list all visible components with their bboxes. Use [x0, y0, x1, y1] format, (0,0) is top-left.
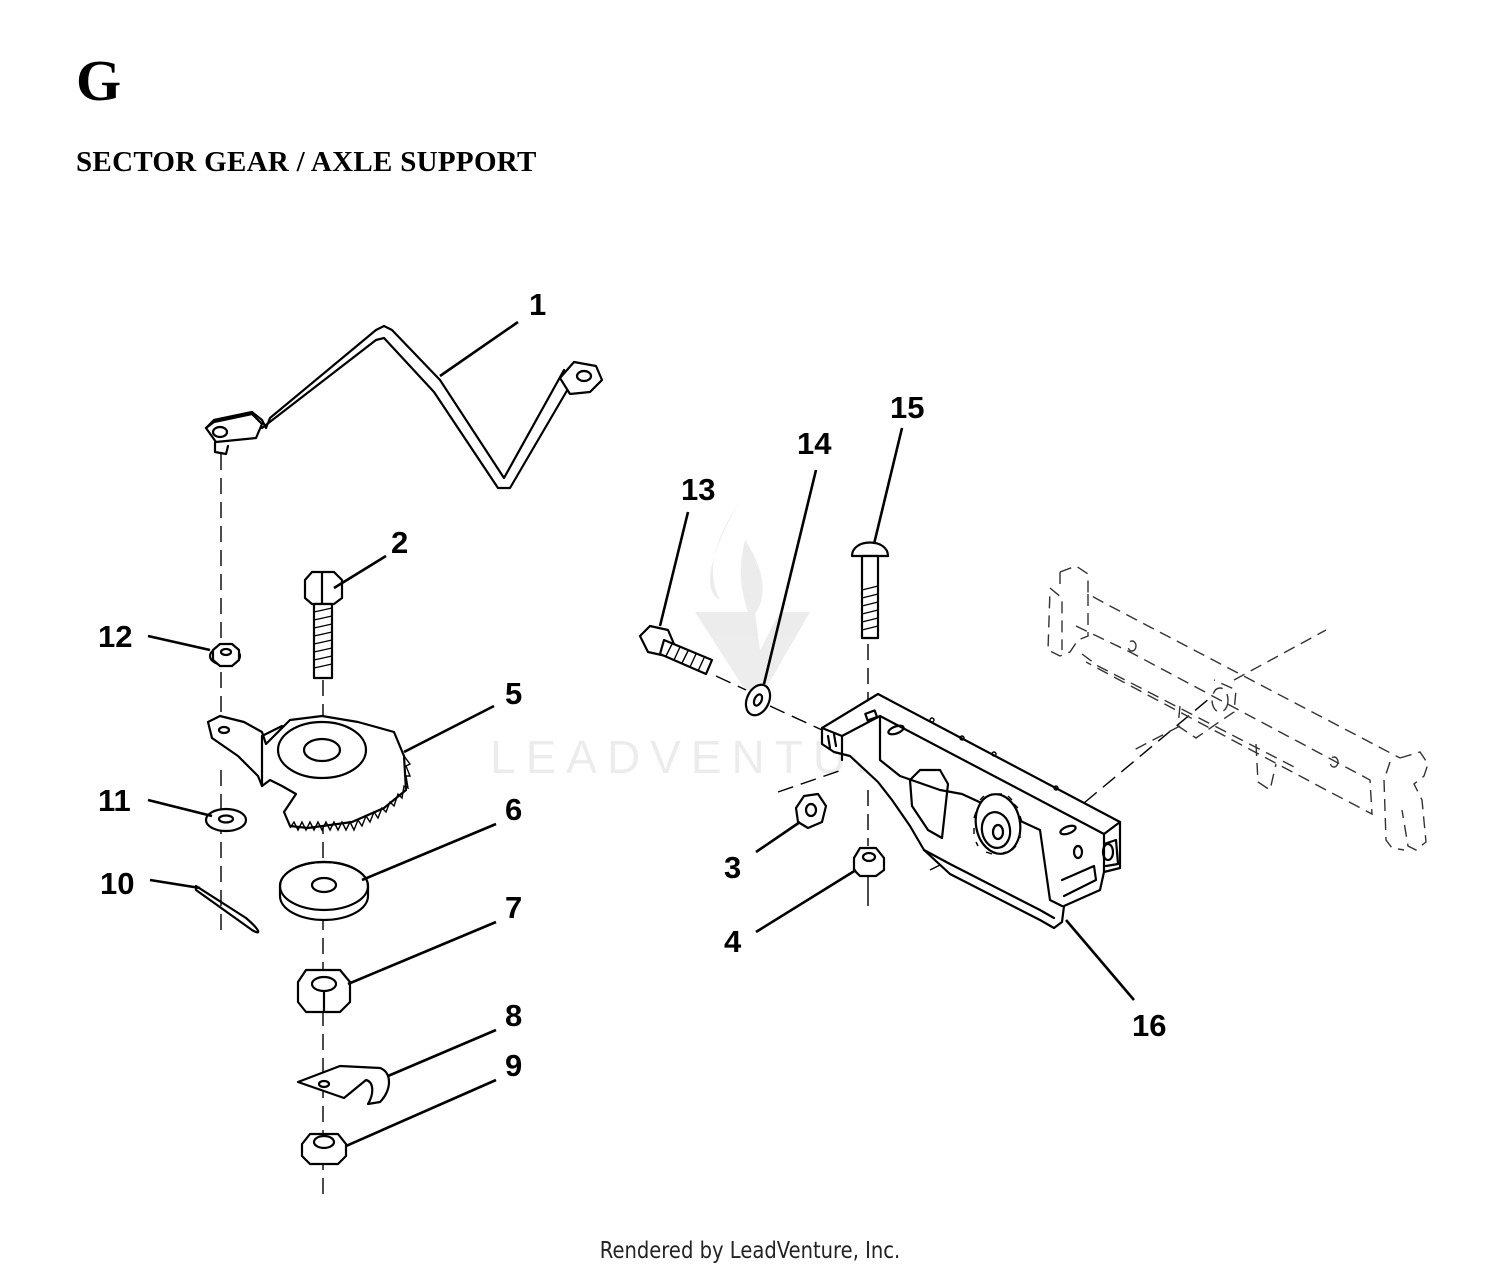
leader-14 — [762, 469, 818, 685]
leader-15 — [872, 427, 904, 545]
leader-7 — [347, 920, 497, 986]
footer-credit: Rendered by LeadVenture, Inc. — [599, 1238, 901, 1264]
callout-5: 5 — [505, 676, 522, 711]
callout-11: 11 — [98, 783, 131, 818]
callout-4: 4 — [724, 924, 742, 959]
axis-line-bolt13 — [715, 675, 747, 691]
part-9-nut — [300, 1132, 348, 1166]
callout-labels: 1 2 3 4 5 6 7 8 9 10 11 12 13 14 15 16 — [98, 287, 1166, 1083]
leader-lines — [147, 320, 1135, 1148]
callout-10: 10 — [100, 866, 134, 901]
part-10-cotter-pin — [194, 884, 260, 934]
section-title: SECTOR GEAR / AXLE SUPPORT — [76, 146, 537, 178]
leader-8 — [387, 1028, 497, 1078]
axis-line-washer14 — [769, 705, 823, 731]
phantom-front-axle — [1047, 565, 1429, 851]
leader-16 — [1065, 919, 1135, 1001]
leader-11 — [147, 798, 213, 818]
part-7-nut — [296, 968, 352, 1014]
callout-13: 13 — [681, 472, 715, 507]
part-8-clip — [296, 1064, 391, 1106]
callout-8: 8 — [505, 998, 522, 1033]
callout-9: 9 — [505, 1048, 522, 1083]
callout-1: 1 — [529, 287, 546, 322]
leader-12 — [147, 634, 211, 652]
axis-line-axle — [1065, 697, 1211, 819]
leader-5 — [403, 704, 495, 754]
leader-10 — [149, 878, 201, 890]
part-5-sector-gear — [206, 714, 412, 832]
part-6-washer — [278, 860, 370, 922]
part-12-flange-nut — [208, 642, 242, 668]
leader-3 — [755, 820, 801, 854]
part-16-axle-support — [820, 692, 1122, 930]
callout-2: 2 — [391, 525, 408, 560]
leader-6 — [361, 822, 497, 882]
part-1-drag-link — [204, 324, 604, 490]
callout-6: 6 — [505, 792, 522, 827]
callout-12: 12 — [98, 619, 132, 654]
part-13-bolt — [638, 624, 714, 676]
leader-4 — [755, 868, 857, 934]
part-11-washer — [204, 807, 248, 833]
callout-3: 3 — [724, 850, 741, 885]
callout-15: 15 — [890, 390, 924, 425]
leader-13 — [658, 511, 690, 627]
leader-9 — [345, 1078, 497, 1148]
callout-14: 14 — [797, 426, 832, 461]
part-2-bolt — [303, 570, 344, 680]
part-14-washer — [744, 683, 772, 717]
part-15-carriage-bolt — [850, 541, 890, 640]
leader-1 — [439, 320, 519, 378]
callout-7: 7 — [505, 890, 522, 925]
watermark-logo — [695, 500, 810, 690]
callout-16: 16 — [1132, 1008, 1166, 1043]
axis-line-nut3 — [777, 769, 843, 793]
section-letter: G — [76, 48, 122, 113]
leader-2 — [333, 554, 387, 590]
part-4-nut — [852, 846, 886, 878]
